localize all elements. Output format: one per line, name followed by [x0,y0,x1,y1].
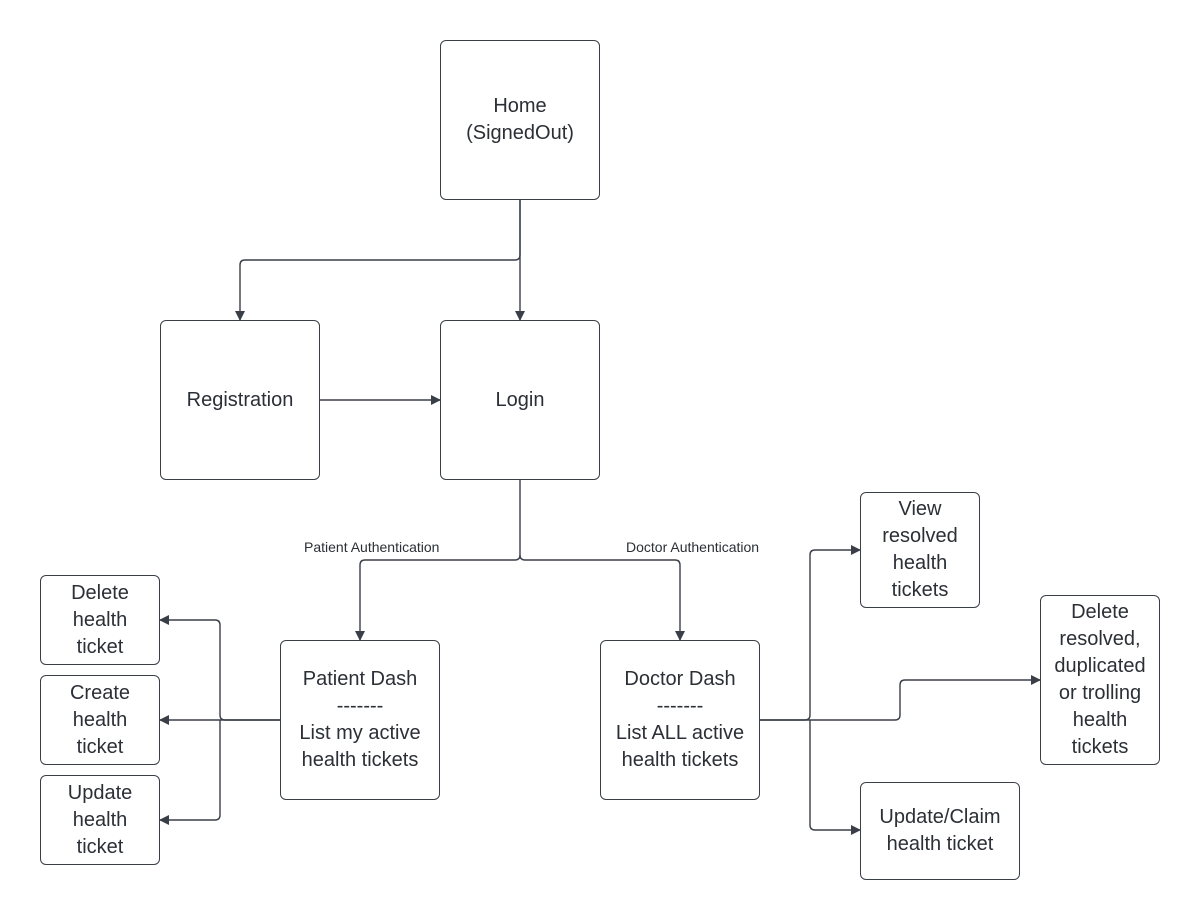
node-update-ticket-line-2: health [72,808,128,831]
node-doctor-dash-line-2: ------- [656,695,704,717]
node-doctor-dash-line-1: Doctor Dash [624,668,736,690]
node-doctor-dash-line-3: List ALL active [615,722,745,744]
node-view-resolved-line-3: health [892,552,948,574]
node-view-resolved-line-1: View [898,498,942,520]
node-create-ticket-line-1: Create [69,681,131,704]
node-view-resolved-line-2: resolved [882,525,958,547]
node-create-ticket-line-3: ticket [76,735,124,758]
node-delete-resolved-line-5: health [1072,709,1128,731]
edge-login-patient-dash [355,480,521,641]
node-registration[interactable]: Registration [160,320,320,480]
node-login-line-1: Login [495,388,545,411]
node-patient-dash-line-4: health tickets [301,749,419,771]
node-login[interactable]: Login [440,320,600,480]
node-view-resolved-line-4: tickets [891,579,949,601]
node-create-health-ticket[interactable]: Create health ticket [40,675,160,765]
node-create-ticket-line-2: health [72,708,128,731]
edge-label-patient-authentication: Patient Authentication [304,539,440,555]
node-update-claim-line-2: health ticket [886,833,994,855]
node-delete-ticket-line-1: Delete [71,581,129,604]
edge-label-doctor-authentication: Doctor Authentication [626,539,760,555]
node-delete-ticket-line-3: ticket [76,635,124,658]
node-delete-health-ticket[interactable]: Delete health ticket [40,575,160,665]
edge-login-doctor-dash [519,554,685,641]
node-delete-ticket-line-2: health [72,608,128,631]
node-home[interactable]: Home (SignedOut) [440,40,600,200]
node-doctor-dash-line-4: health tickets [621,749,739,771]
node-delete-resolved-line-4: or trolling [1058,682,1142,704]
edge-home-registration [235,200,521,321]
node-update-ticket-line-3: ticket [76,835,124,858]
node-doctor-dash[interactable]: Doctor Dash ------- List ALL active heal… [600,640,760,800]
node-update-ticket-line-1: Update [67,781,133,804]
node-home-line-1: Home [493,95,547,117]
edge-doctor-update-claim [809,720,861,835]
node-patient-dash-line-3: List my active [299,722,421,744]
edge-doctor-delete-resolved [760,675,1041,721]
node-delete-resolved-line-6: tickets [1071,736,1129,758]
node-update-claim-line-1: Update/Claim [879,806,1001,828]
node-patient-dash-line-2: ------- [336,695,384,717]
node-patient-dash[interactable]: Patient Dash ------- List my active heal… [280,640,440,800]
node-delete-resolved-line-1: Delete [1071,601,1129,623]
node-view-resolved-tickets[interactable]: View resolved health tickets [860,492,980,608]
node-update-claim-ticket[interactable]: Update/Claim health ticket [860,782,1020,880]
node-update-health-ticket[interactable]: Update health ticket [40,775,160,865]
edge-doctor-view-resolved [760,545,861,721]
node-delete-resolved-tickets[interactable]: Delete resolved, duplicated or trolling … [1040,595,1160,765]
edge-patient-update [159,720,221,825]
node-registration-line-1: Registration [186,388,294,411]
node-patient-dash-line-1: Patient Dash [302,668,418,690]
node-delete-resolved-line-3: duplicated [1054,655,1146,677]
edge-patient-delete [159,615,280,721]
node-delete-resolved-line-2: resolved, [1059,628,1141,650]
node-home-line-2: (SignedOut) [466,122,574,144]
